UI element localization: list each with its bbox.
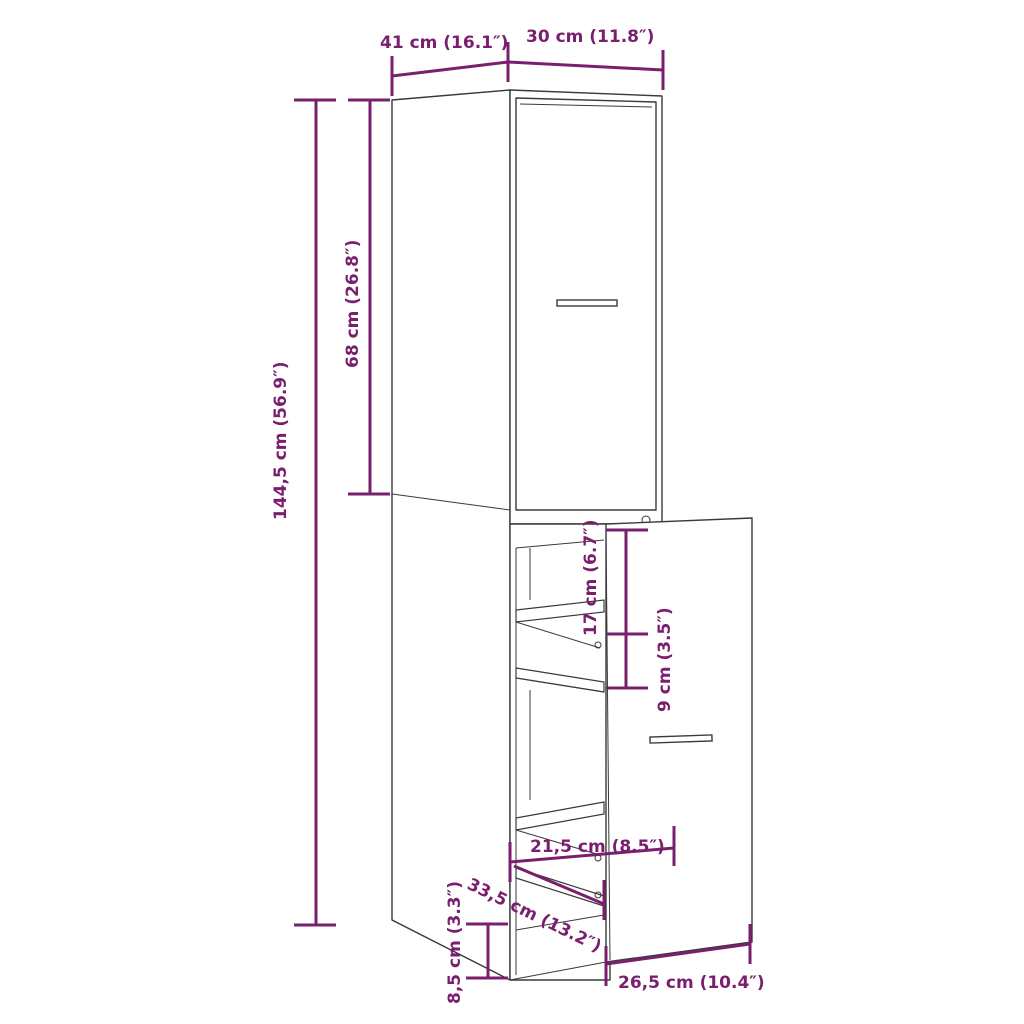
- inner-width-label: 21,5 cm (8.5″): [530, 837, 665, 857]
- shelf-upper: [515, 599, 605, 623]
- width-label: 30 cm (11.8″): [526, 27, 654, 47]
- shelf-lower: [515, 801, 605, 831]
- upper-door-handle: [556, 299, 618, 307]
- width-dimension-line: [507, 60, 664, 72]
- depth-dimension-line: [391, 60, 509, 78]
- drawer-width-dimension-line: [605, 942, 751, 966]
- inner-depth-dimension-line: [513, 864, 605, 906]
- cabinet-side-panel: [391, 89, 511, 981]
- dimension-lines: [294, 42, 752, 986]
- depth-label: 41 cm (16.1″): [380, 33, 508, 53]
- lower-door-handle: [649, 734, 713, 744]
- total-height-label: 144,5 cm (56.9″): [271, 362, 291, 520]
- plinth-height-label: 8,5 cm (3.3″): [445, 881, 465, 1004]
- gap-height-label: 9 cm (3.5″): [655, 607, 675, 712]
- inner-width-dimension-line: [509, 846, 675, 864]
- upper-height-label: 68 cm (26.8″): [343, 240, 363, 368]
- drawer-width-label: 26,5 cm (10.4″): [618, 973, 765, 993]
- compartment-height-label: 17 cm (6.7″): [581, 519, 601, 636]
